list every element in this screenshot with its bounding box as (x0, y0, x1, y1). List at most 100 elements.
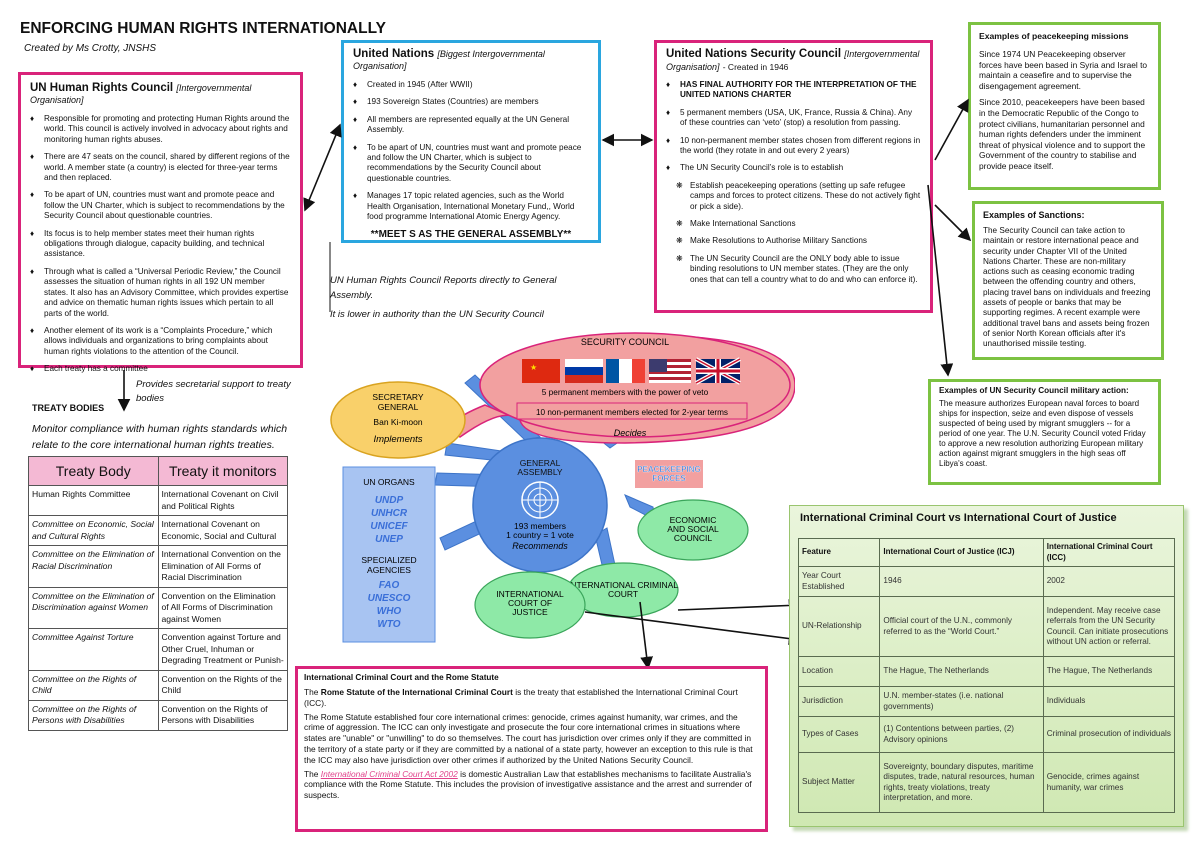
secretary-general-ellipse (330, 381, 466, 459)
unsc-sub-bullet: The UN Security Council are the ONLY bod… (676, 254, 921, 285)
organs-title: UN ORGANS (363, 477, 415, 487)
un-box: United Nations [Biggest Intergovernmenta… (341, 40, 601, 243)
un-emblem-icon (521, 481, 559, 519)
compare-col-feature: Feature (797, 538, 881, 567)
ga-recommends: Recommends (512, 541, 568, 551)
compare-col-icj: International Court of Justice (ICJ) (879, 538, 1044, 567)
treaty-monitored: Convention on the Rights of Persons with… (157, 699, 288, 731)
arrow-unsc-peacekeeping (934, 98, 969, 161)
sc-nonpermanent-box (516, 402, 748, 420)
un-structure-diagram: SECURITY COUNCIL ★ 5 permanent members w… (330, 332, 795, 643)
compare-col-icc: International Criminal Court (ICC) (1042, 538, 1176, 567)
treaty-monitored: Convention against Torture and Other Cru… (157, 628, 288, 671)
rome-para-1: The Rome Statute of the International Cr… (304, 687, 759, 709)
un-organ-item: UNICEF (370, 521, 408, 532)
rome-p1-bold: Rome Statute of the International Crimin… (320, 687, 513, 697)
specialized-agency-item: WHO (377, 606, 402, 617)
svg-text:★: ★ (530, 363, 537, 372)
sc-label: SECURITY COUNCIL (581, 337, 669, 347)
treaty-body-name: Human Rights Committee (28, 485, 159, 516)
sc-nonpermanent: 10 non-permanent members elected for 2-y… (536, 408, 728, 417)
compare-cell-f: UN-Relationship (797, 596, 881, 657)
sanctions-text: The Security Council can take action to … (983, 226, 1151, 349)
compare-cell-icj: The Hague, The Netherlands (879, 656, 1044, 687)
hrc-title: UN Human Rights Council [Intergovernment… (30, 82, 291, 106)
unsc-bullet: The UN Security Council’s role is to est… (666, 163, 921, 174)
sanctions-box: Examples of Sanctions: The Security Coun… (972, 201, 1164, 360)
hrc-bullet: Its focus is to help member states meet … (30, 229, 291, 260)
hrc-tag: [Intergovernmental Organisation] (30, 83, 252, 105)
flag-uk-icon (695, 357, 741, 385)
treaty-body-name: Committee on the Elimination of Discrimi… (28, 586, 159, 629)
rome-title: International Criminal Court and the Rom… (304, 673, 499, 682)
unsc-bullet: 10 non-permanent member states chosen fr… (666, 136, 921, 157)
secretarial-note: Provides secretarial support to treaty b… (136, 379, 291, 404)
hrc-note: UN Human Rights Council Reports directly… (330, 273, 570, 322)
treaty-row: Committee on the Rights of Persons with … (28, 699, 288, 731)
unsc-title: United Nations Security Council [Intergo… (666, 48, 921, 74)
unsc-bullets: HAS FINAL AUTHORITY FOR THE INTERPRETATI… (666, 80, 921, 174)
treaty-monitored: International Convention on the Eliminat… (157, 545, 288, 588)
specialized-agency-item: UNESCO (368, 593, 411, 604)
compare-row: Types of Cases(1) Contentions between pa… (797, 716, 1176, 753)
hrc-bullet: Another element of its work is a “Compla… (30, 326, 291, 357)
treaty-body-name: Committee Against Torture (28, 628, 159, 671)
unsc-created: - Created in 1946 (722, 62, 789, 72)
treaty-body-name: Committee on the Rights of Persons with … (28, 699, 159, 731)
treaty-monitored: International Covenant on Economic, Soci… (157, 515, 288, 546)
unsc-sub-bullet: Establish peacekeeping operations (setti… (676, 181, 921, 212)
treaty-table: Treaty Body Treaty it monitors Human Rig… (28, 456, 288, 731)
un-tag: [Biggest Intergovernmental Organisation] (353, 49, 545, 71)
sg-implements: Implements (373, 434, 422, 445)
compare-cell-f: Jurisdiction (797, 686, 881, 717)
rome-p1-post: is the treaty that established the Inter… (304, 687, 738, 708)
un-meets: **MEET S AS THE GENERAL ASSEMBLY** (370, 229, 572, 241)
un-organ-item: UNEP (375, 534, 403, 545)
un-organs-box (342, 466, 436, 643)
un-title: United Nations [Biggest Intergovernmenta… (353, 48, 589, 72)
treaty-desc: Monitor compliance with human rights sta… (32, 423, 288, 451)
rome-p3-post: is domestic Australian Law that establis… (304, 768, 752, 801)
unsc-bullet: HAS FINAL AUTHORITY FOR THE INTERPRETATI… (666, 80, 921, 101)
compare-table: Feature International Court of Justice (… (797, 538, 1176, 813)
icc-act-link[interactable]: International Criminal Court Act 2002 (320, 768, 458, 779)
compare-cell-icc: 2002 (1042, 566, 1176, 597)
treaty-body-name: Committee on the Elimination of Racial D… (28, 545, 159, 588)
compare-cell-f: Subject Matter (797, 752, 881, 813)
sc-decides: Decides (614, 428, 647, 438)
unsc-sub-bullet: Make Resolutions to Authorise Military S… (676, 236, 921, 247)
rome-p3-pre: The (304, 768, 321, 779)
page-title: ENFORCING HUMAN RIGHTS INTERNATIONALLY (20, 20, 386, 37)
compare-cell-icc: Genocide, crimes against humanity, war c… (1042, 752, 1176, 813)
military-title: Examples of UN Security Council military… (939, 386, 1129, 395)
sg-name: Ban Ki-moon (373, 417, 422, 427)
unsc-sub-bullet: Make International Sanctions (676, 219, 921, 230)
treaty-col-body: Treaty Body (28, 456, 159, 486)
compare-box: International Criminal Court vs Internat… (789, 505, 1184, 827)
compare-cell-icj: (1) Contentions between parties, (2) Adv… (879, 716, 1044, 753)
treaty-heading: TREATY BODIES (32, 403, 105, 413)
compare-cell-f: Types of Cases (797, 716, 881, 753)
ecosoc-ellipse (637, 499, 749, 561)
compare-cell-icj: Sovereignty, boundary disputes, maritime… (879, 752, 1044, 813)
compare-cell-icj: 1946 (879, 566, 1044, 597)
un-bullet: 193 Sovereign States (Countries) are mem… (353, 97, 589, 108)
specialized-agency-item: WTO (377, 619, 400, 630)
rome-para-3: The International Criminal Court Act 200… (304, 769, 759, 801)
treaty-monitored: International Covenant on Civil and Poli… (157, 485, 288, 516)
hrc-bullet: To be apart of UN, countries must want a… (30, 190, 291, 221)
treaty-row: Committee on the Elimination of Racial D… (28, 545, 288, 588)
